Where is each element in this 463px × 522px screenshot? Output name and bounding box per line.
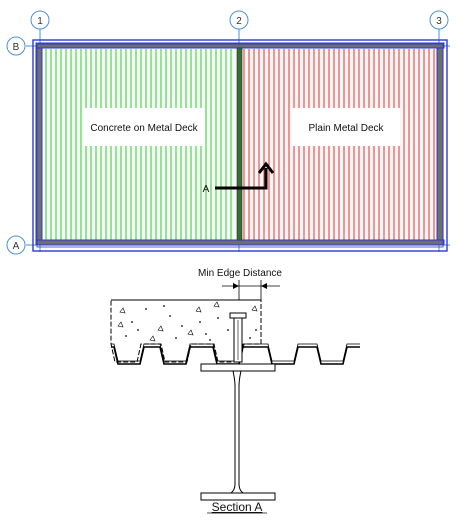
beam-right: [436, 47, 444, 241]
grid-bubble-b-circle: [6, 36, 26, 56]
grid-bubble-2-circle: [229, 10, 249, 30]
concrete-stipple: [117, 301, 258, 342]
concrete-aggregate: [251, 305, 258, 312]
concrete-aggregate: [157, 325, 164, 332]
section-marker[interactable]: A: [203, 161, 275, 195]
min-edge-distance-label: Min Edge Distance: [198, 268, 282, 279]
concrete-aggregate: [181, 325, 183, 327]
beam-frame: [32, 39, 448, 252]
grid-bubble-1[interactable]: 1: [30, 10, 50, 30]
dim-arrow-left-icon: [233, 283, 239, 289]
section-arrow-icon: [257, 161, 275, 174]
dim-arrow-right-icon: [261, 283, 267, 289]
grid-bubble-3-circle: [429, 10, 449, 30]
plain-deck-tag[interactable]: Plain Metal Deck: [292, 108, 400, 146]
outer-frame: [32, 39, 448, 252]
steel-beam: [200, 363, 276, 501]
concrete-aggregate: [145, 308, 147, 310]
concrete-aggregate: [199, 321, 201, 323]
section-title: Section A: [212, 500, 263, 514]
beam-middle: [236, 47, 243, 241]
concrete-aggregate: [209, 339, 211, 341]
concrete-aggregate: [117, 321, 124, 328]
beam-top-flange: [200, 363, 276, 372]
concrete-aggregate: [249, 337, 251, 339]
concrete-aggregate: [255, 329, 257, 331]
min-edge-dimension: Min Edge Distance: [198, 268, 282, 300]
grid-bubble-a-circle: [6, 235, 26, 255]
beam-web: [229, 370, 245, 494]
concrete-aggregate: [119, 307, 126, 314]
concrete-aggregate: [131, 321, 133, 323]
grid-bubble-2-label: 2: [236, 16, 242, 27]
section-marker-label: A: [203, 184, 210, 195]
grid-bubble-1-label: 1: [37, 16, 43, 27]
concrete-aggregate: [195, 306, 202, 313]
concrete-aggregate: [137, 329, 139, 331]
beam-left: [35, 47, 43, 241]
grid-bubble-3[interactable]: 3: [429, 10, 449, 30]
shear-stud: [229, 312, 247, 363]
concrete-deck-tag-box: [84, 108, 204, 146]
grid-bubble-a-label: A: [13, 241, 20, 252]
beam-bottom: [35, 239, 445, 246]
grid-bubble-1-circle: [30, 10, 50, 30]
grid-bubble-2[interactable]: 2: [229, 10, 249, 30]
concrete-aggregate: [149, 335, 156, 342]
concrete-aggregate: [205, 333, 207, 335]
plain-deck-tag-box: [292, 108, 400, 146]
concrete-aggregate: [187, 329, 194, 336]
grid-bubble-3-label: 3: [436, 16, 442, 27]
inner-frame: [36, 43, 444, 248]
grid-bubble-a[interactable]: A: [6, 235, 26, 255]
metal-deck-profile-plain: [262, 346, 360, 365]
section-detail: Min Edge Distance Section A: [110, 268, 360, 514]
grid-bubble-b-label: B: [13, 42, 20, 53]
concrete-aggregate: [227, 329, 229, 331]
concrete-deck-tag[interactable]: Concrete on Metal Deck: [84, 108, 204, 146]
section-cut-line: [215, 168, 268, 190]
grid-bubble-b[interactable]: B: [6, 36, 26, 56]
concrete-aggregate: [125, 335, 127, 337]
stud-head: [229, 312, 247, 319]
concrete-aggregate: [163, 305, 165, 307]
concrete-aggregate: [213, 301, 220, 308]
concrete-aggregate: [169, 315, 171, 317]
beam-bottom-flange: [200, 492, 276, 501]
concrete-aggregate: [175, 337, 177, 339]
concrete-deck-label: Concrete on Metal Deck: [90, 123, 198, 134]
concrete-aggregate: [217, 317, 219, 319]
plain-deck-label: Plain Metal Deck: [308, 123, 384, 134]
